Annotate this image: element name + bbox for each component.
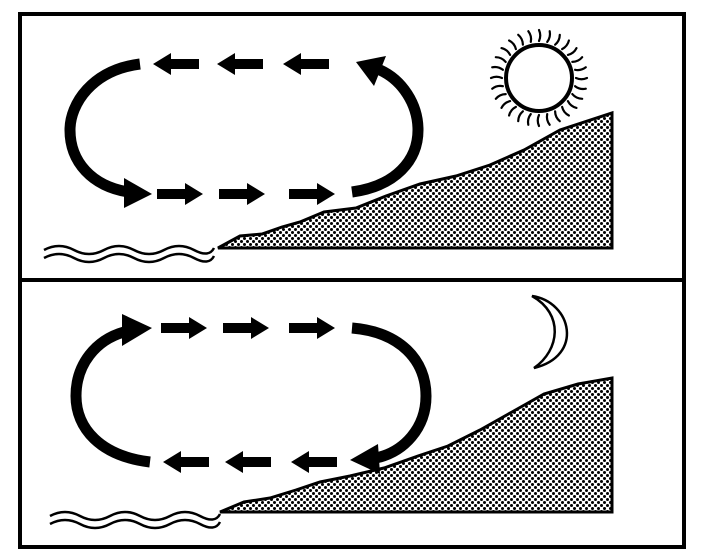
sun-ray <box>576 78 587 79</box>
sun-ray <box>538 115 539 126</box>
sun-ray <box>539 30 540 41</box>
sun-ray <box>491 77 502 78</box>
